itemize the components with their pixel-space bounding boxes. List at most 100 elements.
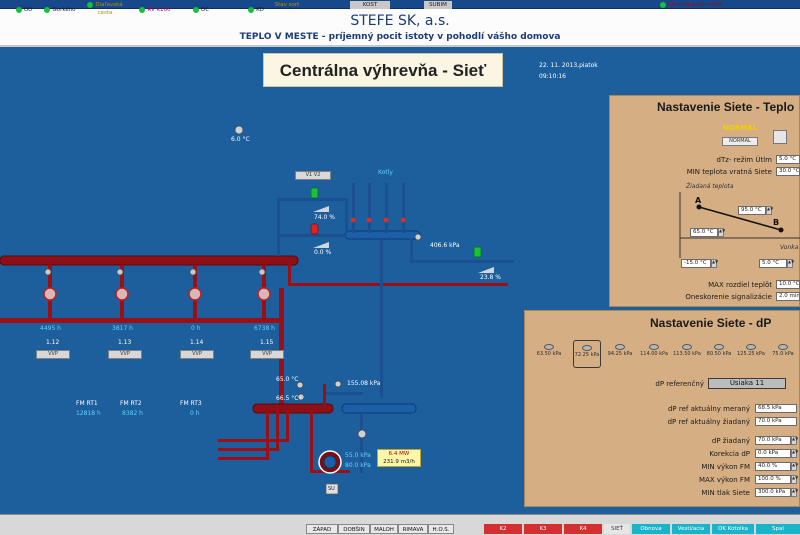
dp-preset-button[interactable]: 125.25 kPa xyxy=(737,340,765,368)
exchanger-power: 6.4 MW xyxy=(388,451,410,457)
nav-rv-k100[interactable]: RV K100 xyxy=(132,1,178,20)
min-return-field[interactable]: 30.0 °C xyxy=(776,167,800,176)
return-riser xyxy=(279,288,284,408)
tab-ventilacia[interactable]: Vesti/acia xyxy=(672,524,710,534)
status-dot-icon xyxy=(139,6,146,13)
max-fm-spinner[interactable]: ▲▼ xyxy=(791,475,798,484)
status-dot-icon xyxy=(192,6,199,13)
dp-preset-button-selected[interactable]: 72.25 kPa xyxy=(573,340,601,368)
max-diff-field[interactable]: 10.0 °C xyxy=(776,280,800,289)
valve1-open: 74.0 % xyxy=(314,214,335,221)
point-a-temp-field[interactable]: 95.0 °C xyxy=(738,206,766,215)
dtz-field[interactable]: 5.0 °C xyxy=(776,155,800,164)
nav-rimava[interactable]: RIMAVA xyxy=(398,524,428,534)
nav-sort[interactable]: Stav sort xyxy=(274,2,300,8)
app-header: STEFE SK, a.s. TEPLO V MESTE - príjemný … xyxy=(0,9,800,47)
status-dot-icon xyxy=(15,6,22,13)
branch-vvp-button[interactable]: VVP xyxy=(108,350,142,359)
outdoor-a-field[interactable]: -15.0 °C xyxy=(681,259,711,268)
min-return-label: MIN teplota vratná Siete xyxy=(686,168,772,176)
min-pressure-spinner[interactable]: ▲▼ xyxy=(791,488,798,497)
branch-id: 1.13 xyxy=(118,339,132,346)
main-pressure: 406.6 kPa xyxy=(430,242,460,249)
branch-id: 1.15 xyxy=(260,339,274,346)
dp-preset-button[interactable]: 113.50 kPa xyxy=(673,340,701,368)
branch-vvp-button[interactable]: VVP xyxy=(36,350,70,359)
nav-kd[interactable]: KD xyxy=(244,1,268,20)
status-dot-icon xyxy=(659,1,666,8)
point-a-spinner[interactable]: ▲▼ xyxy=(766,206,773,215)
mixing-loop-left xyxy=(277,198,280,256)
branch-vvp-button[interactable]: VVP xyxy=(250,350,284,359)
dp-preset-button[interactable]: 63.50 kPa xyxy=(535,340,563,368)
branch-id: 1.12 xyxy=(46,339,60,346)
tab-ok-kotolka[interactable]: OK Kotolka xyxy=(712,524,754,534)
nav-k4[interactable]: K4 xyxy=(564,524,602,534)
nav-dobsin[interactable]: DOBŠIN xyxy=(338,524,370,534)
point-b-temp-field[interactable]: 65.0 °C xyxy=(690,228,718,237)
exchanger-temp: 55.0 kPa xyxy=(345,452,371,459)
tab-obnova[interactable]: Obnova xyxy=(632,524,670,534)
nav-subim[interactable]: SUBIM xyxy=(424,1,452,9)
branch-gauges xyxy=(44,268,266,276)
status-dot-icon xyxy=(44,6,51,13)
dp-target-field[interactable]: 70.0 kPa xyxy=(755,436,791,445)
fm-name: FM RT2 xyxy=(120,400,142,407)
dp-ref-selector[interactable]: Úsiaka 11 xyxy=(708,378,786,389)
dp-preset-button[interactable]: 94.25 kPa xyxy=(606,340,634,368)
heating-curve-chart xyxy=(679,192,800,258)
point-b-label: B xyxy=(773,218,780,227)
dp-target-spinner[interactable]: ▲▼ xyxy=(791,436,798,445)
nav-k2[interactable]: K2 xyxy=(484,524,522,534)
nav-ou[interactable]: OÚ xyxy=(10,1,38,20)
mode-badge: NORMÁL xyxy=(723,124,758,132)
settings-button[interactable] xyxy=(773,130,787,144)
main-supply-header xyxy=(0,255,299,266)
delay-label: Oneskorenie signalizácie xyxy=(685,293,772,301)
pump-speed: 23.8 % xyxy=(480,274,501,281)
company-name: STEFE SK, a.s. xyxy=(350,13,450,29)
fm-name: FM RT3 xyxy=(180,400,202,407)
valve-tag[interactable]: V1 V2 xyxy=(295,171,331,180)
dp-ref-label: dP referenčný xyxy=(655,380,704,388)
nav-oc[interactable]: OC xyxy=(184,1,218,20)
min-pressure-field[interactable]: 300.0 kPa xyxy=(755,488,791,497)
min-fm-spinner[interactable]: ▲▼ xyxy=(791,462,798,471)
current-time: 09:10:16 xyxy=(539,73,566,80)
min-fm-label: MIN výkon FM xyxy=(701,463,750,471)
lower-red-collector xyxy=(252,403,334,414)
outdoor-b-spinner[interactable]: ▲▼ xyxy=(787,259,794,268)
nav-maloh[interactable]: MALOH xyxy=(370,524,398,534)
point-b-spinner[interactable]: ▲▼ xyxy=(718,228,725,237)
dp-correction-spinner[interactable]: ▲▼ xyxy=(791,449,798,458)
date-time: 22. 11. 2013,piatok 09:10:16 xyxy=(539,60,598,82)
current-date: 22. 11. 2013,piatok xyxy=(539,62,598,69)
nav-siet[interactable]: SIEŤ xyxy=(604,524,630,534)
outdoor-temp: 6.0 °C xyxy=(231,136,250,143)
dp-correction-field[interactable]: 0.0 kPa xyxy=(755,449,791,458)
lower-link-left xyxy=(323,384,326,406)
nav-k3[interactable]: K3 xyxy=(524,524,562,534)
tab-spal[interactable]: Spal xyxy=(756,524,800,534)
top-return-riser xyxy=(288,264,291,286)
nav-zapad[interactable]: ZÁPAD xyxy=(306,524,338,534)
blue-supply-right xyxy=(410,238,413,262)
dp-preset-button[interactable]: 80.50 kPa xyxy=(705,340,733,368)
nav-hos[interactable]: H.O.S. xyxy=(428,524,454,534)
branch-flow: 4495 h xyxy=(40,325,61,332)
min-fm-field[interactable]: 40.0 % xyxy=(755,462,791,471)
delay-field[interactable]: 2.0 min xyxy=(776,292,800,301)
nav-kost[interactable]: KOST xyxy=(350,1,390,9)
nav-dialavska[interactable]: Diaľavská cesta xyxy=(82,1,128,20)
dp-preset-button[interactable]: 75.0 kPa xyxy=(769,340,797,368)
point-a-label: A xyxy=(695,196,702,205)
slider-icons xyxy=(313,206,494,273)
nav-gorkeho[interactable]: Gorkého xyxy=(40,1,80,20)
outdoor-b-field[interactable]: 5.0 °C xyxy=(759,259,787,268)
dp-preset-button[interactable]: 114.00 kPa xyxy=(640,340,668,368)
branch-vvp-button[interactable]: VVP xyxy=(180,350,214,359)
outdoor-a-spinner[interactable]: ▲▼ xyxy=(711,259,718,268)
mode-button[interactable]: NORMAL xyxy=(722,137,758,146)
max-fm-field[interactable]: 100.0 % xyxy=(755,475,791,484)
